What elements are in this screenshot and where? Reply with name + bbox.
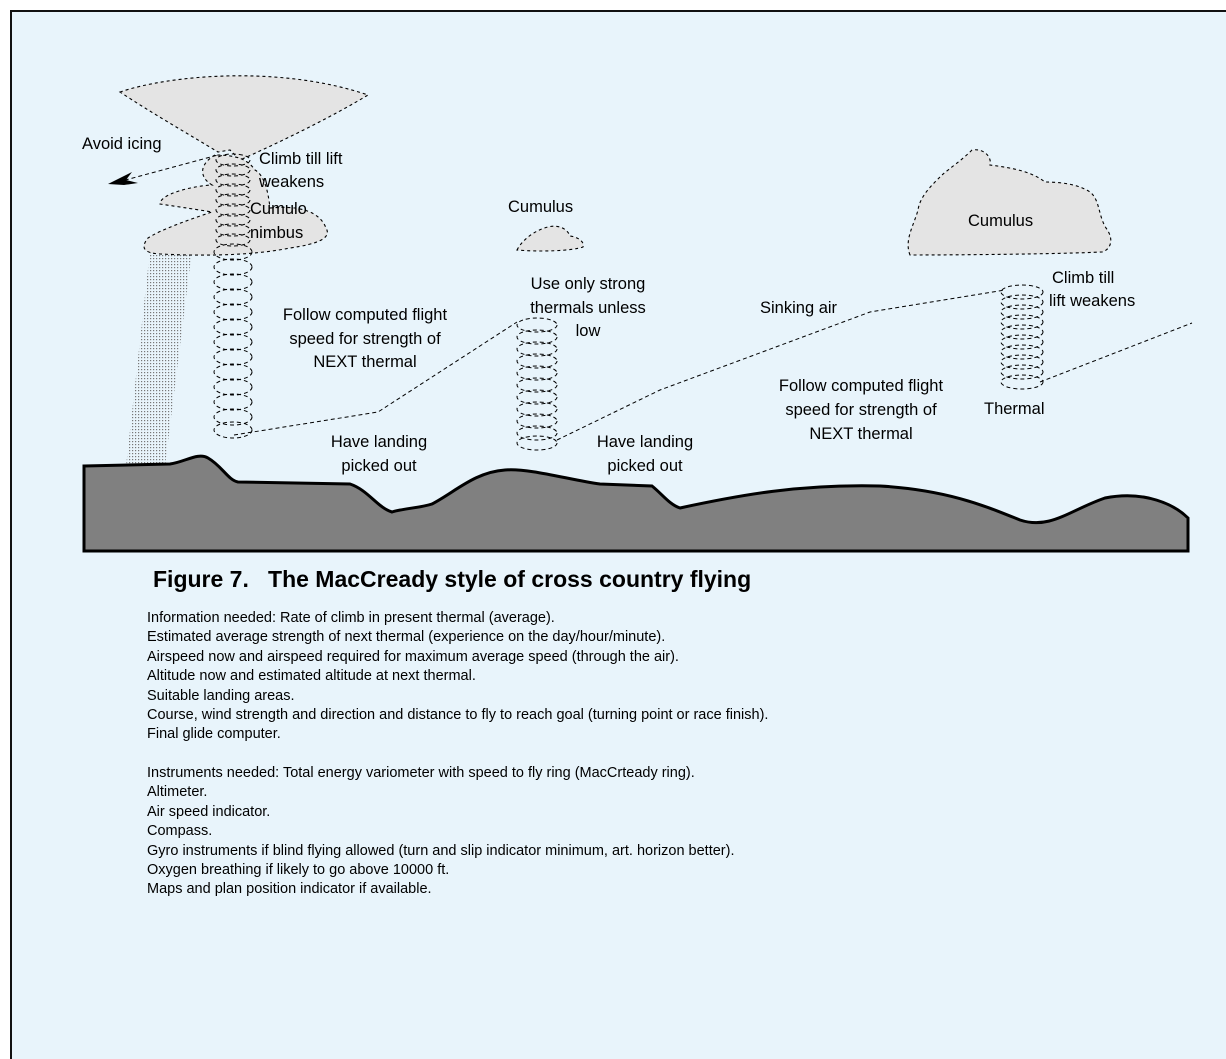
glide-path-3 — [556, 289, 1006, 441]
cumulonimbus-body — [143, 154, 328, 256]
label-follow-left-1: Follow computed flight — [283, 306, 448, 324]
info-line: Suitable landing areas. — [147, 687, 295, 704]
label-landing-left-1: Have landing — [331, 433, 427, 451]
glide-path — [117, 154, 219, 183]
label-landing-mid-2: picked out — [607, 457, 683, 475]
rain-shaft — [126, 250, 192, 466]
label-cumulus-small: Cumulus — [508, 198, 573, 216]
terrain — [82, 454, 1190, 553]
label-climb-right-1: Climb till — [1052, 269, 1114, 287]
right-cumulus-cloud — [907, 149, 1112, 256]
thermal-coil-right — [1000, 284, 1044, 390]
info-line: Course, wind strength and direction and … — [147, 707, 769, 724]
instrument-line: Compass. — [147, 823, 213, 840]
label-landing-mid-1: Have landing — [597, 433, 693, 451]
label-sinking-air: Sinking air — [760, 299, 838, 317]
small-cumulus-cloud — [516, 225, 584, 252]
label-thermal: Thermal — [984, 400, 1045, 418]
instrument-line: Altimeter. — [147, 784, 208, 801]
label-follow-left-3: NEXT thermal — [313, 353, 416, 371]
glider-icon — [108, 172, 138, 185]
label-avoid-icing: Avoid icing — [82, 135, 162, 153]
label-follow-right-3: NEXT thermal — [809, 425, 912, 443]
thermal-coil-middle — [516, 317, 558, 451]
cumulonimbus-anvil — [118, 75, 370, 161]
information-needed-list: Information needed: Rate of climb in pre… — [147, 609, 768, 745]
instrument-line: Air speed indicator. — [147, 803, 271, 820]
glide-path-4 — [1039, 322, 1193, 383]
label-climb-left-2: weakens — [258, 173, 324, 191]
instrument-line: Maps and plan position indicator if avai… — [147, 881, 432, 898]
label-use-only-3: low — [576, 322, 601, 340]
instrument-line: Oxygen breathing if likely to go above 1… — [147, 862, 450, 879]
label-cumulus-right: Cumulus — [968, 212, 1033, 230]
label-use-only-1: Use only strong — [531, 275, 646, 293]
label-follow-left-2: speed for strength of — [289, 330, 441, 348]
label-cumulonimbus-2: nimbus — [250, 224, 303, 242]
label-climb-left-1: Climb till lift — [259, 150, 343, 168]
label-climb-right-2: lift weakens — [1049, 292, 1135, 310]
info-line: Information needed: Rate of climb in pre… — [147, 610, 555, 626]
label-landing-left-2: picked out — [341, 457, 417, 475]
info-line: Final glide computer. — [147, 726, 281, 743]
cross-country-diagram: Avoid icing Climb till lift weakens Cumu… — [82, 75, 1193, 553]
thermal-coil-left — [213, 153, 253, 439]
label-follow-right-2: speed for strength of — [785, 401, 937, 419]
label-use-only-2: thermals unless — [530, 299, 646, 317]
instrument-line: Instruments needed: Total energy variome… — [147, 765, 695, 781]
instrument-line: Gyro instruments if blind flying allowed… — [147, 842, 735, 859]
instruments-needed-list: Instruments needed: Total energy variome… — [147, 764, 735, 900]
label-cumulonimbus-1: Cumulo — [250, 200, 307, 218]
info-line: Altitude now and estimated altitude at n… — [147, 668, 476, 685]
info-line: Estimated average strength of next therm… — [147, 629, 666, 646]
label-follow-right-1: Follow computed flight — [779, 377, 944, 395]
figure-title: Figure 7. The MacCready style of cross c… — [153, 566, 752, 592]
info-line: Airspeed now and airspeed required for m… — [147, 648, 679, 665]
